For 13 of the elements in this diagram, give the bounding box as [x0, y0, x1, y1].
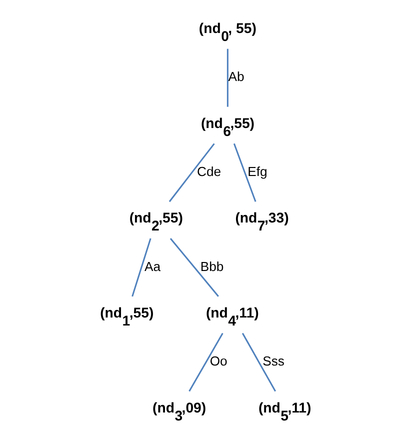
connector [226, 48, 228, 107]
edge-label: Cde [196, 164, 221, 180]
connector [241, 332, 276, 392]
edge-label: Aa [144, 258, 160, 274]
edge-label: Efg [247, 164, 267, 180]
connector [232, 143, 256, 202]
edge-label: Oo [209, 354, 227, 369]
edge-label: Sss [262, 354, 284, 369]
connector [131, 238, 151, 297]
connector [169, 238, 218, 297]
edge-label: Bbb [200, 258, 224, 274]
connector [168, 143, 214, 202]
connector [188, 332, 223, 392]
